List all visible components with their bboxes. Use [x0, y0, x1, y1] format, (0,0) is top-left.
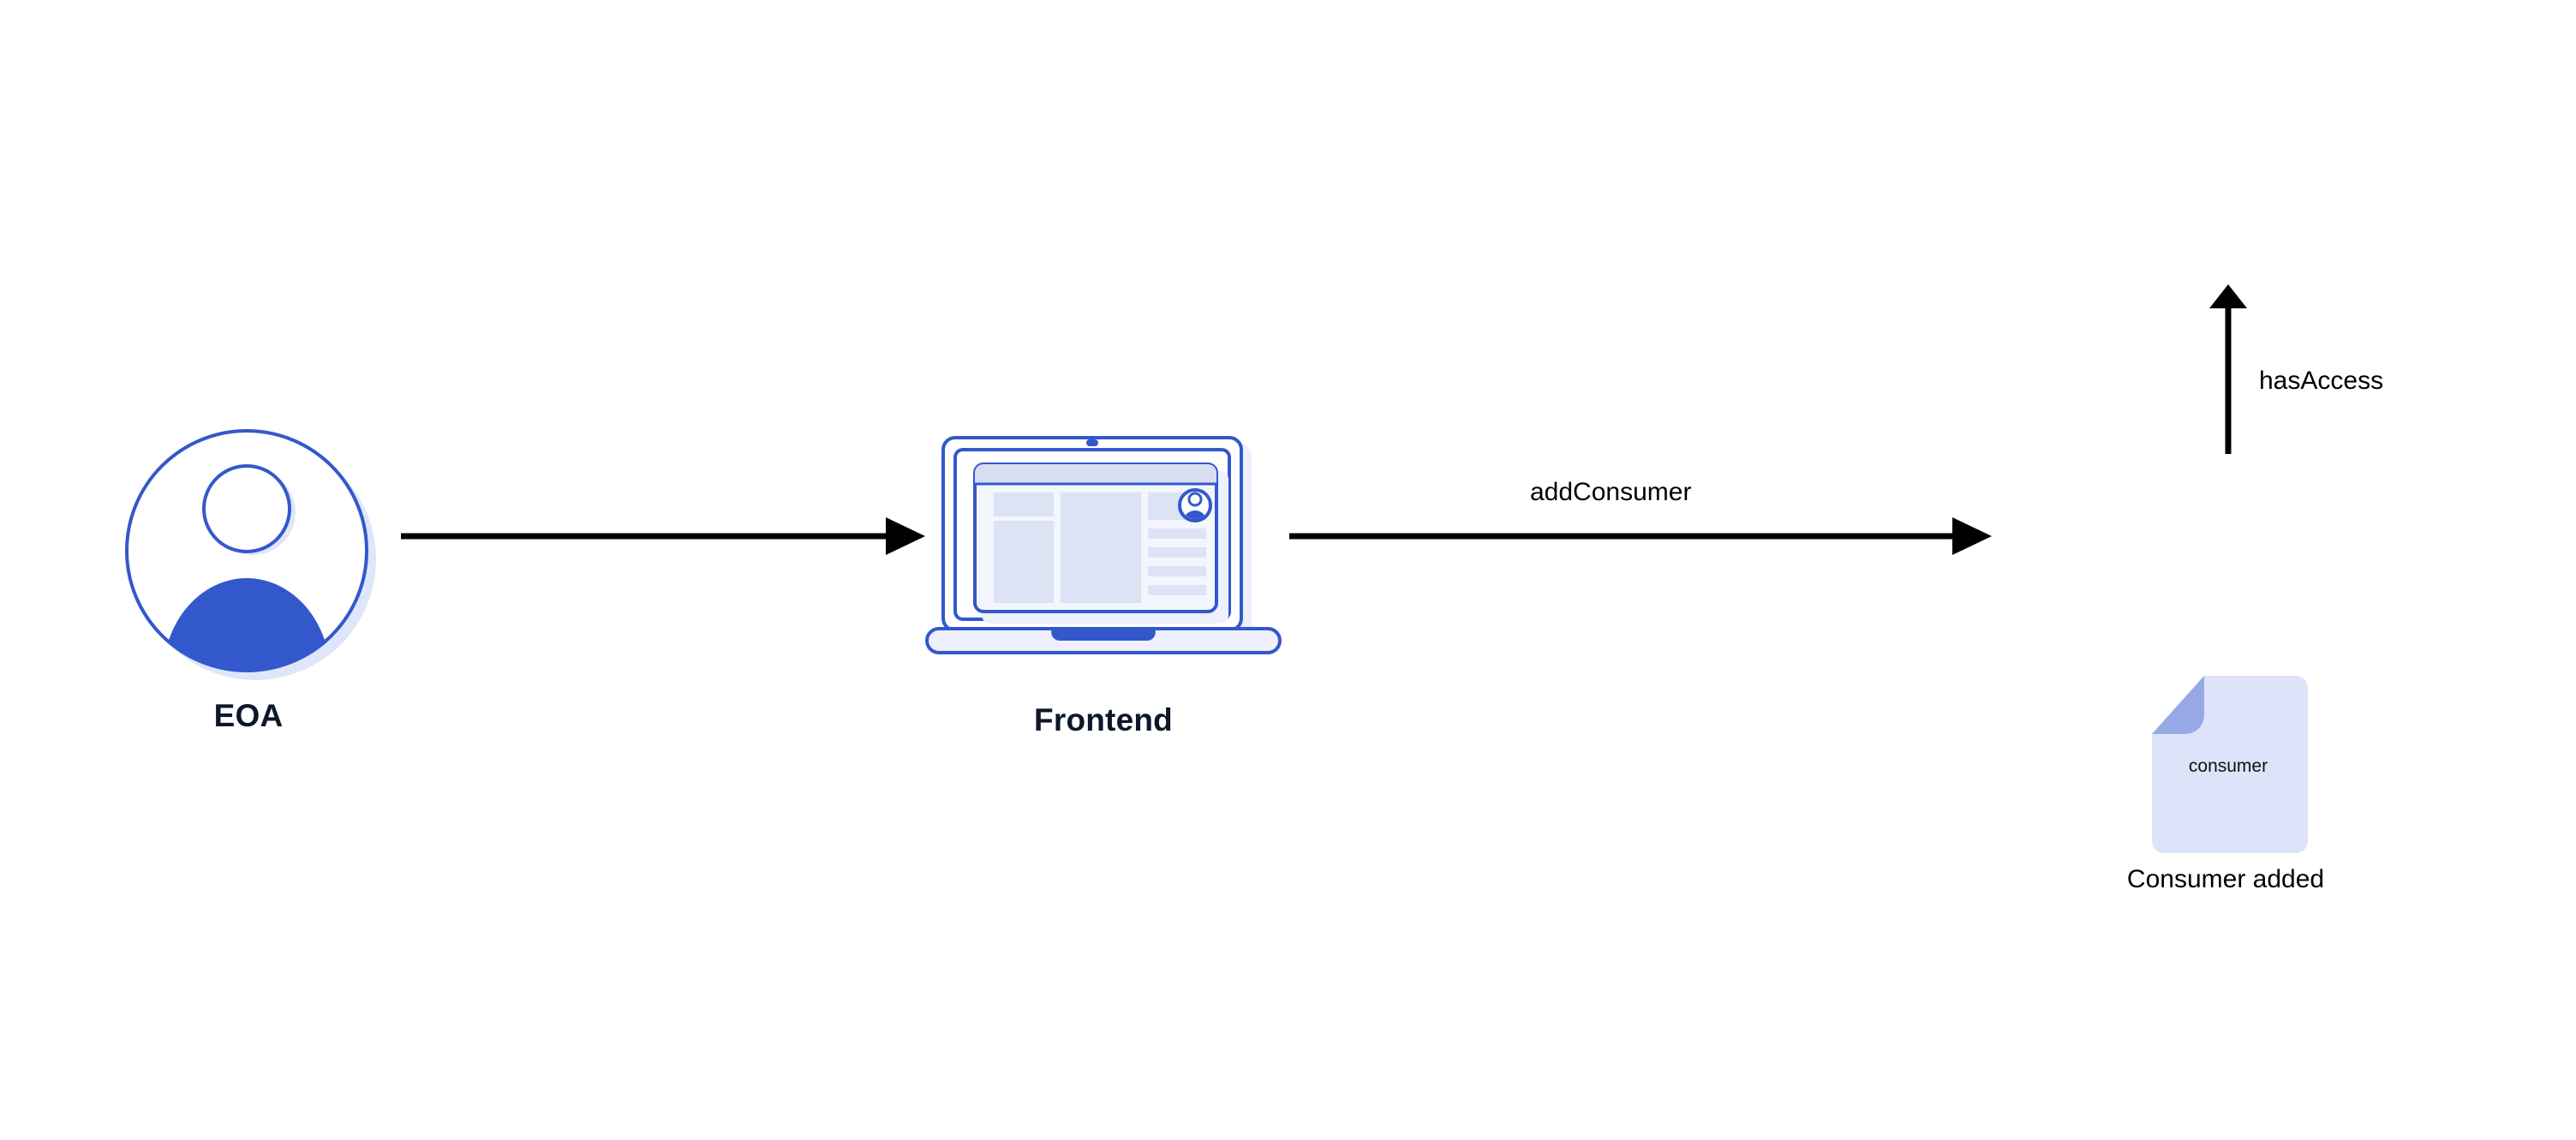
node-label-tos-allowlist: ToSAllowList [2127, 188, 2329, 224]
node-eoa[interactable]: EOA [120, 424, 377, 767]
edge-frontend-to-router [1289, 517, 1992, 555]
node-tos-allowlist[interactable]: ToSAllowList [2005, 118, 2452, 295]
node-functions-router[interactable]: FunctionsRouter [2005, 445, 2452, 624]
node-frontend[interactable]: Frontend [915, 428, 1292, 771]
laptop-icon [925, 436, 1282, 654]
document-filename: consumer [2189, 756, 2268, 776]
user-avatar-icon [125, 429, 376, 680]
node-label-functions-router: FunctionsRouter [2099, 516, 2358, 552]
edge-label-has-access: hasAccess [2259, 367, 2384, 395]
node-caption-consumer-added: Consumer added [2126, 865, 2325, 893]
node-label-frontend: Frontend [1034, 702, 1173, 737]
edge-eoa-to-frontend [401, 517, 925, 555]
document-icon: consumer [2152, 676, 2308, 853]
node-label-eoa: EOA [213, 698, 284, 733]
node-consumer-document[interactable]: consumer Consumer added [2127, 672, 2406, 893]
edge-router-to-tos [2209, 284, 2247, 454]
screen-avatar-icon [1178, 488, 1212, 522]
edge-label-add-consumer: addConsumer [1530, 478, 1692, 506]
